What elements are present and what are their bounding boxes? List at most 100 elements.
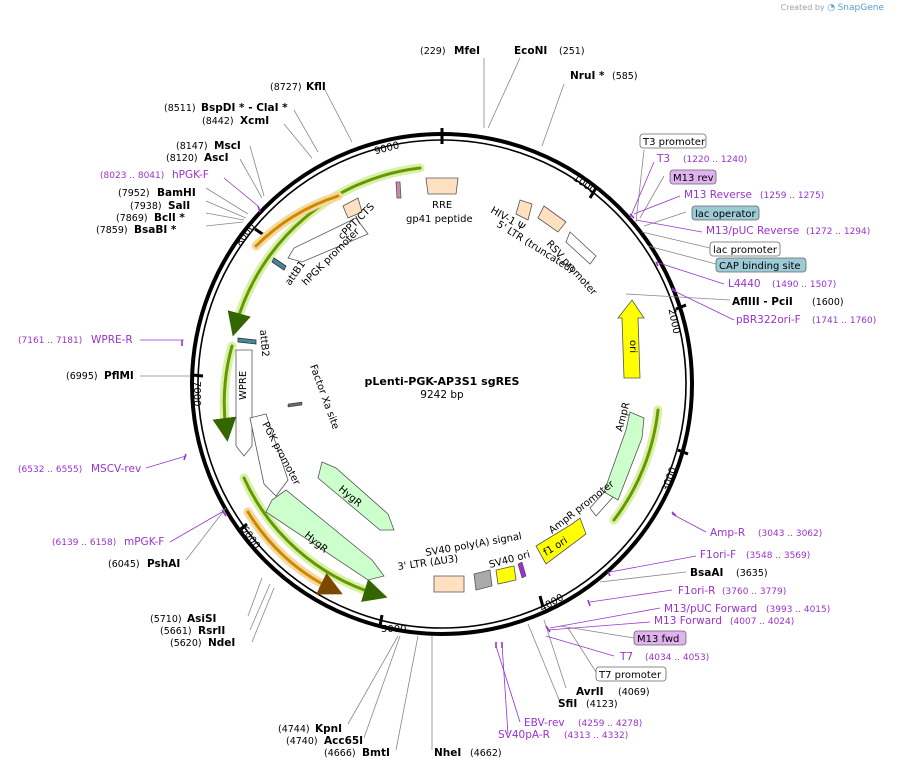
- t3-promoter-label: T3 promoter: [642, 137, 706, 148]
- primer-pos-m13-puc-forward: (3993 .. 4015): [766, 605, 830, 615]
- site-bspdi: BspDI * - ClaI *: [201, 102, 288, 114]
- site-asci: AscI: [204, 152, 229, 164]
- ori-arrow: [617, 299, 645, 379]
- site-pos-bmti: (4666): [324, 748, 356, 759]
- site-pos-econi: (251): [559, 46, 585, 57]
- rre-label: RRE: [432, 200, 452, 211]
- site-pos-afliii: (1600): [812, 297, 844, 308]
- primer-wpre-r: WPRE-R: [91, 334, 133, 346]
- site-nrui: NruI *: [570, 70, 605, 82]
- factorxa-label: Factor Xa site: [307, 363, 341, 431]
- site-pos-asisi: (5710): [150, 614, 182, 625]
- primer-pos-t7: (4034 .. 4053): [645, 653, 709, 663]
- wpre-arrow: [235, 349, 253, 457]
- tick-label: 7000: [191, 381, 202, 406]
- attb2-label: attB2: [257, 329, 270, 357]
- primer-f1ori-f: F1ori-F: [700, 549, 736, 561]
- snapgene-credit: Created by ◔ SnapGene: [781, 3, 884, 13]
- gp41-label: gp41 peptide: [406, 214, 473, 225]
- pgk-promoter-arrow: [249, 413, 289, 497]
- site-bamhi: BamHI: [157, 187, 196, 199]
- tick-label: 3000: [660, 466, 679, 494]
- primer-pos-f1ori-f: (3548 .. 3569): [746, 551, 810, 561]
- lac-operator-label: lac operator: [695, 209, 756, 220]
- site-mfei: MfeI: [454, 45, 480, 57]
- site-pos-bamhi: (7952): [118, 188, 150, 199]
- site-pos-kpni: (4744): [278, 724, 310, 735]
- primer-pos-l4440: (1490 .. 1507): [772, 280, 836, 290]
- sv40ori-box: [495, 565, 517, 585]
- site-pshai: PshAI: [147, 558, 180, 570]
- site-pos-ndei: (5620): [170, 638, 202, 649]
- site-acc65i: Acc65I: [324, 735, 363, 747]
- site-pos-sali: (7938): [130, 201, 162, 212]
- m13-fwd-label: M13 fwd: [637, 634, 679, 645]
- site-econi: EcoNI: [514, 45, 547, 57]
- primer-pos-m13-reverse: (1259 .. 1275): [760, 191, 824, 201]
- site-afliii: AflIII - PciI: [732, 296, 793, 308]
- site-pos-nhei: (4662): [470, 748, 502, 759]
- primer-amp-r: Amp-R: [710, 527, 745, 539]
- site-rsrii: RsrII: [198, 625, 225, 637]
- ampr-arrow: [603, 411, 645, 501]
- attb1-box: [271, 257, 287, 271]
- site-bcli: BclI *: [154, 212, 185, 224]
- hpgk-promoter-arrow: [287, 217, 369, 263]
- wpre-label: WPRE: [238, 371, 249, 400]
- site-bsabi: BsaBI *: [134, 224, 177, 236]
- primer-hpgk-f: hPGK-F: [172, 169, 209, 181]
- site-pflmi: PflMI: [104, 370, 134, 382]
- ltr5-box: [537, 205, 567, 233]
- primer-pos-hpgk-f: (8023 .. 8041): [100, 171, 164, 181]
- rsv-promoter-arrow: [565, 231, 597, 265]
- ltr3-box: [433, 575, 465, 593]
- f1ori-arrow: [535, 517, 587, 565]
- site-kfli: KflI: [306, 81, 326, 93]
- site-pos-pshai: (6045): [108, 559, 140, 570]
- tick-label: 4000: [538, 592, 566, 614]
- site-avrii: AvrII: [576, 686, 604, 698]
- primer-pos-t3: (1220 .. 1240): [683, 155, 747, 165]
- sv40-promoter-marker: [517, 561, 527, 579]
- site-msci: MscI: [214, 140, 241, 152]
- feature-shapes: [235, 177, 645, 593]
- primer-pos-amp-r: (3043 .. 3062): [758, 529, 822, 539]
- feature-arcs: [212, 163, 663, 602]
- site-pos-nrui: (585): [612, 71, 638, 82]
- primer-markers: [181, 205, 677, 648]
- site-pos-mfei: (229): [420, 46, 446, 57]
- cap-site-label: CAP binding site: [719, 261, 801, 272]
- t7-promoter-label: T7 promoter: [598, 670, 662, 681]
- leader-lines: [140, 57, 731, 751]
- site-pos-kfli: (8727): [270, 82, 302, 93]
- primer-mpgk-f: mPGK-F: [124, 536, 164, 548]
- primer-pos-m13-forward: (4007 .. 4024): [730, 617, 794, 627]
- credit-prefix: Created by: [780, 3, 825, 12]
- primer-l4440: L4440: [728, 278, 761, 290]
- ori-label: ori: [627, 340, 638, 353]
- hygr-arrow-1: [317, 461, 395, 531]
- site-xcmi: XcmI: [240, 115, 269, 127]
- site-bsaai: BsaAI: [690, 567, 723, 579]
- primer-m13-forward: M13 Forward: [654, 615, 722, 627]
- site-pos-msci: (8147): [176, 141, 208, 152]
- primer-pos-ebv-rev: (4259 .. 4278): [578, 719, 642, 729]
- site-sali: SalI: [168, 200, 190, 212]
- site-pos-bsaai: (3635): [736, 568, 768, 579]
- site-bmti: BmtI: [362, 747, 390, 759]
- tick-label: 2000: [666, 308, 682, 335]
- primer-pos-mpgk-f: (6139 .. 6158): [52, 538, 116, 548]
- primer-sv40pa-r: SV40pA-R: [498, 729, 550, 741]
- site-pos-bcli: (7869): [116, 213, 148, 224]
- hiv-box: [515, 199, 533, 221]
- primer-leader-lines: [140, 161, 735, 735]
- site-nhei: NheI: [434, 747, 461, 759]
- m13-rev-label: M13 rev: [673, 173, 714, 184]
- site-pos-bsabi: (7859): [96, 225, 128, 236]
- site-pos-asci: (8120): [166, 153, 198, 164]
- boxed-labels: T3 promoter M13 rev lac operator lac pro…: [595, 133, 807, 682]
- tick-label: 5000: [381, 624, 406, 635]
- primer-pos-f1ori-r: (3760 .. 3779): [722, 587, 786, 597]
- factor-xa-box: [287, 401, 303, 408]
- restriction-sites: (229) MfeI EcoNI (251) NruI * (585) (872…: [66, 45, 844, 759]
